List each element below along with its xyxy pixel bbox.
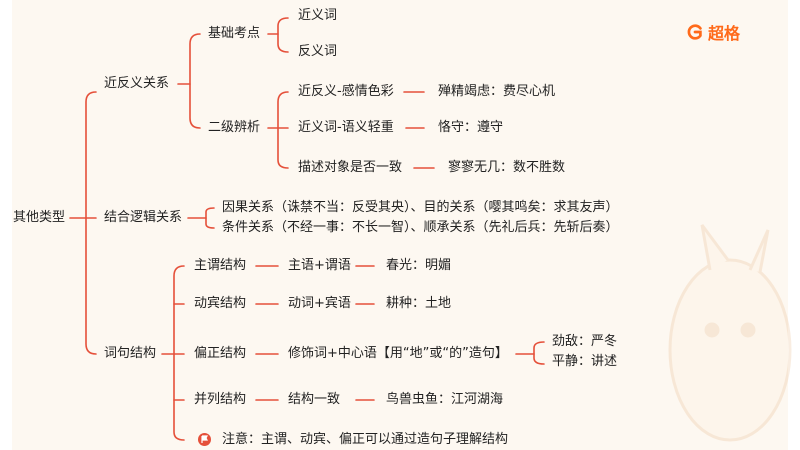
node-secondary-analysis: 二级辨析 bbox=[208, 120, 261, 135]
example-coordinate: 鸟兽虫鱼：江河湖海 bbox=[386, 392, 504, 407]
node-logic-relation: 结合逻辑关系 bbox=[104, 210, 183, 225]
node-phrase-structure: 词句结构 bbox=[104, 346, 157, 361]
example-subject-predicate: 春光：明媚 bbox=[386, 258, 452, 273]
form-verb-object: 动词+宾语 bbox=[288, 296, 351, 311]
right-margin bbox=[788, 0, 800, 450]
node-object-consistency: 描述对象是否一致 bbox=[298, 160, 403, 175]
brand-logo-icon bbox=[687, 24, 702, 40]
left-margin bbox=[0, 0, 12, 450]
example-modifier-head-1: 劲敌：严冬 bbox=[552, 334, 618, 349]
node-synonym: 近义词 bbox=[298, 8, 338, 23]
node-verb-object: 动宾结构 bbox=[194, 296, 247, 311]
node-subject-predicate: 主谓结构 bbox=[194, 258, 247, 273]
node-coordinate: 并列结构 bbox=[194, 392, 247, 407]
node-modifier-head: 偏正结构 bbox=[194, 346, 247, 361]
form-modifier-head: 修饰词+中心语【用“地”或“的”造句】 bbox=[288, 346, 508, 361]
example-object-consistency: 寥寥无几：数不胜数 bbox=[448, 160, 566, 175]
mascot-illustration bbox=[668, 224, 792, 442]
example-verb-object: 耕种：土地 bbox=[386, 296, 452, 311]
logic-line-2: 条件关系（不经一事：不长一智）、顺承关系（先礼后兵：先斩后奏） bbox=[222, 220, 619, 235]
node-antonym: 反义词 bbox=[298, 44, 338, 59]
node-basic-points: 基础考点 bbox=[208, 26, 261, 41]
example-modifier-head-2: 平静：讲述 bbox=[552, 354, 618, 369]
example-semantic-weight: 恪守：遵守 bbox=[438, 120, 504, 135]
logic-line-1: 因果关系（诛禁不当：反受其央）、目的关系（嘤其鸣矣：求其友声） bbox=[222, 200, 619, 215]
brand-name: 超格 bbox=[708, 24, 741, 43]
example-emotion-color: 殚精竭虑：费尽心机 bbox=[438, 84, 556, 99]
root-node: 其他类型 bbox=[13, 210, 66, 225]
brand-logo: 超格 bbox=[686, 20, 740, 44]
flag-icon bbox=[198, 433, 211, 446]
node-semantic-weight: 近义词-语义轻重 bbox=[298, 120, 394, 135]
note-text: 注意：主谓、动宾、偏正可以通过造句子理解结构 bbox=[222, 432, 509, 447]
node-emotion-color: 近反义-感情色彩 bbox=[298, 84, 394, 99]
node-synonym-antonym: 近反义关系 bbox=[104, 76, 170, 91]
form-subject-predicate: 主语+谓语 bbox=[288, 258, 351, 273]
form-coordinate: 结构一致 bbox=[288, 392, 341, 407]
